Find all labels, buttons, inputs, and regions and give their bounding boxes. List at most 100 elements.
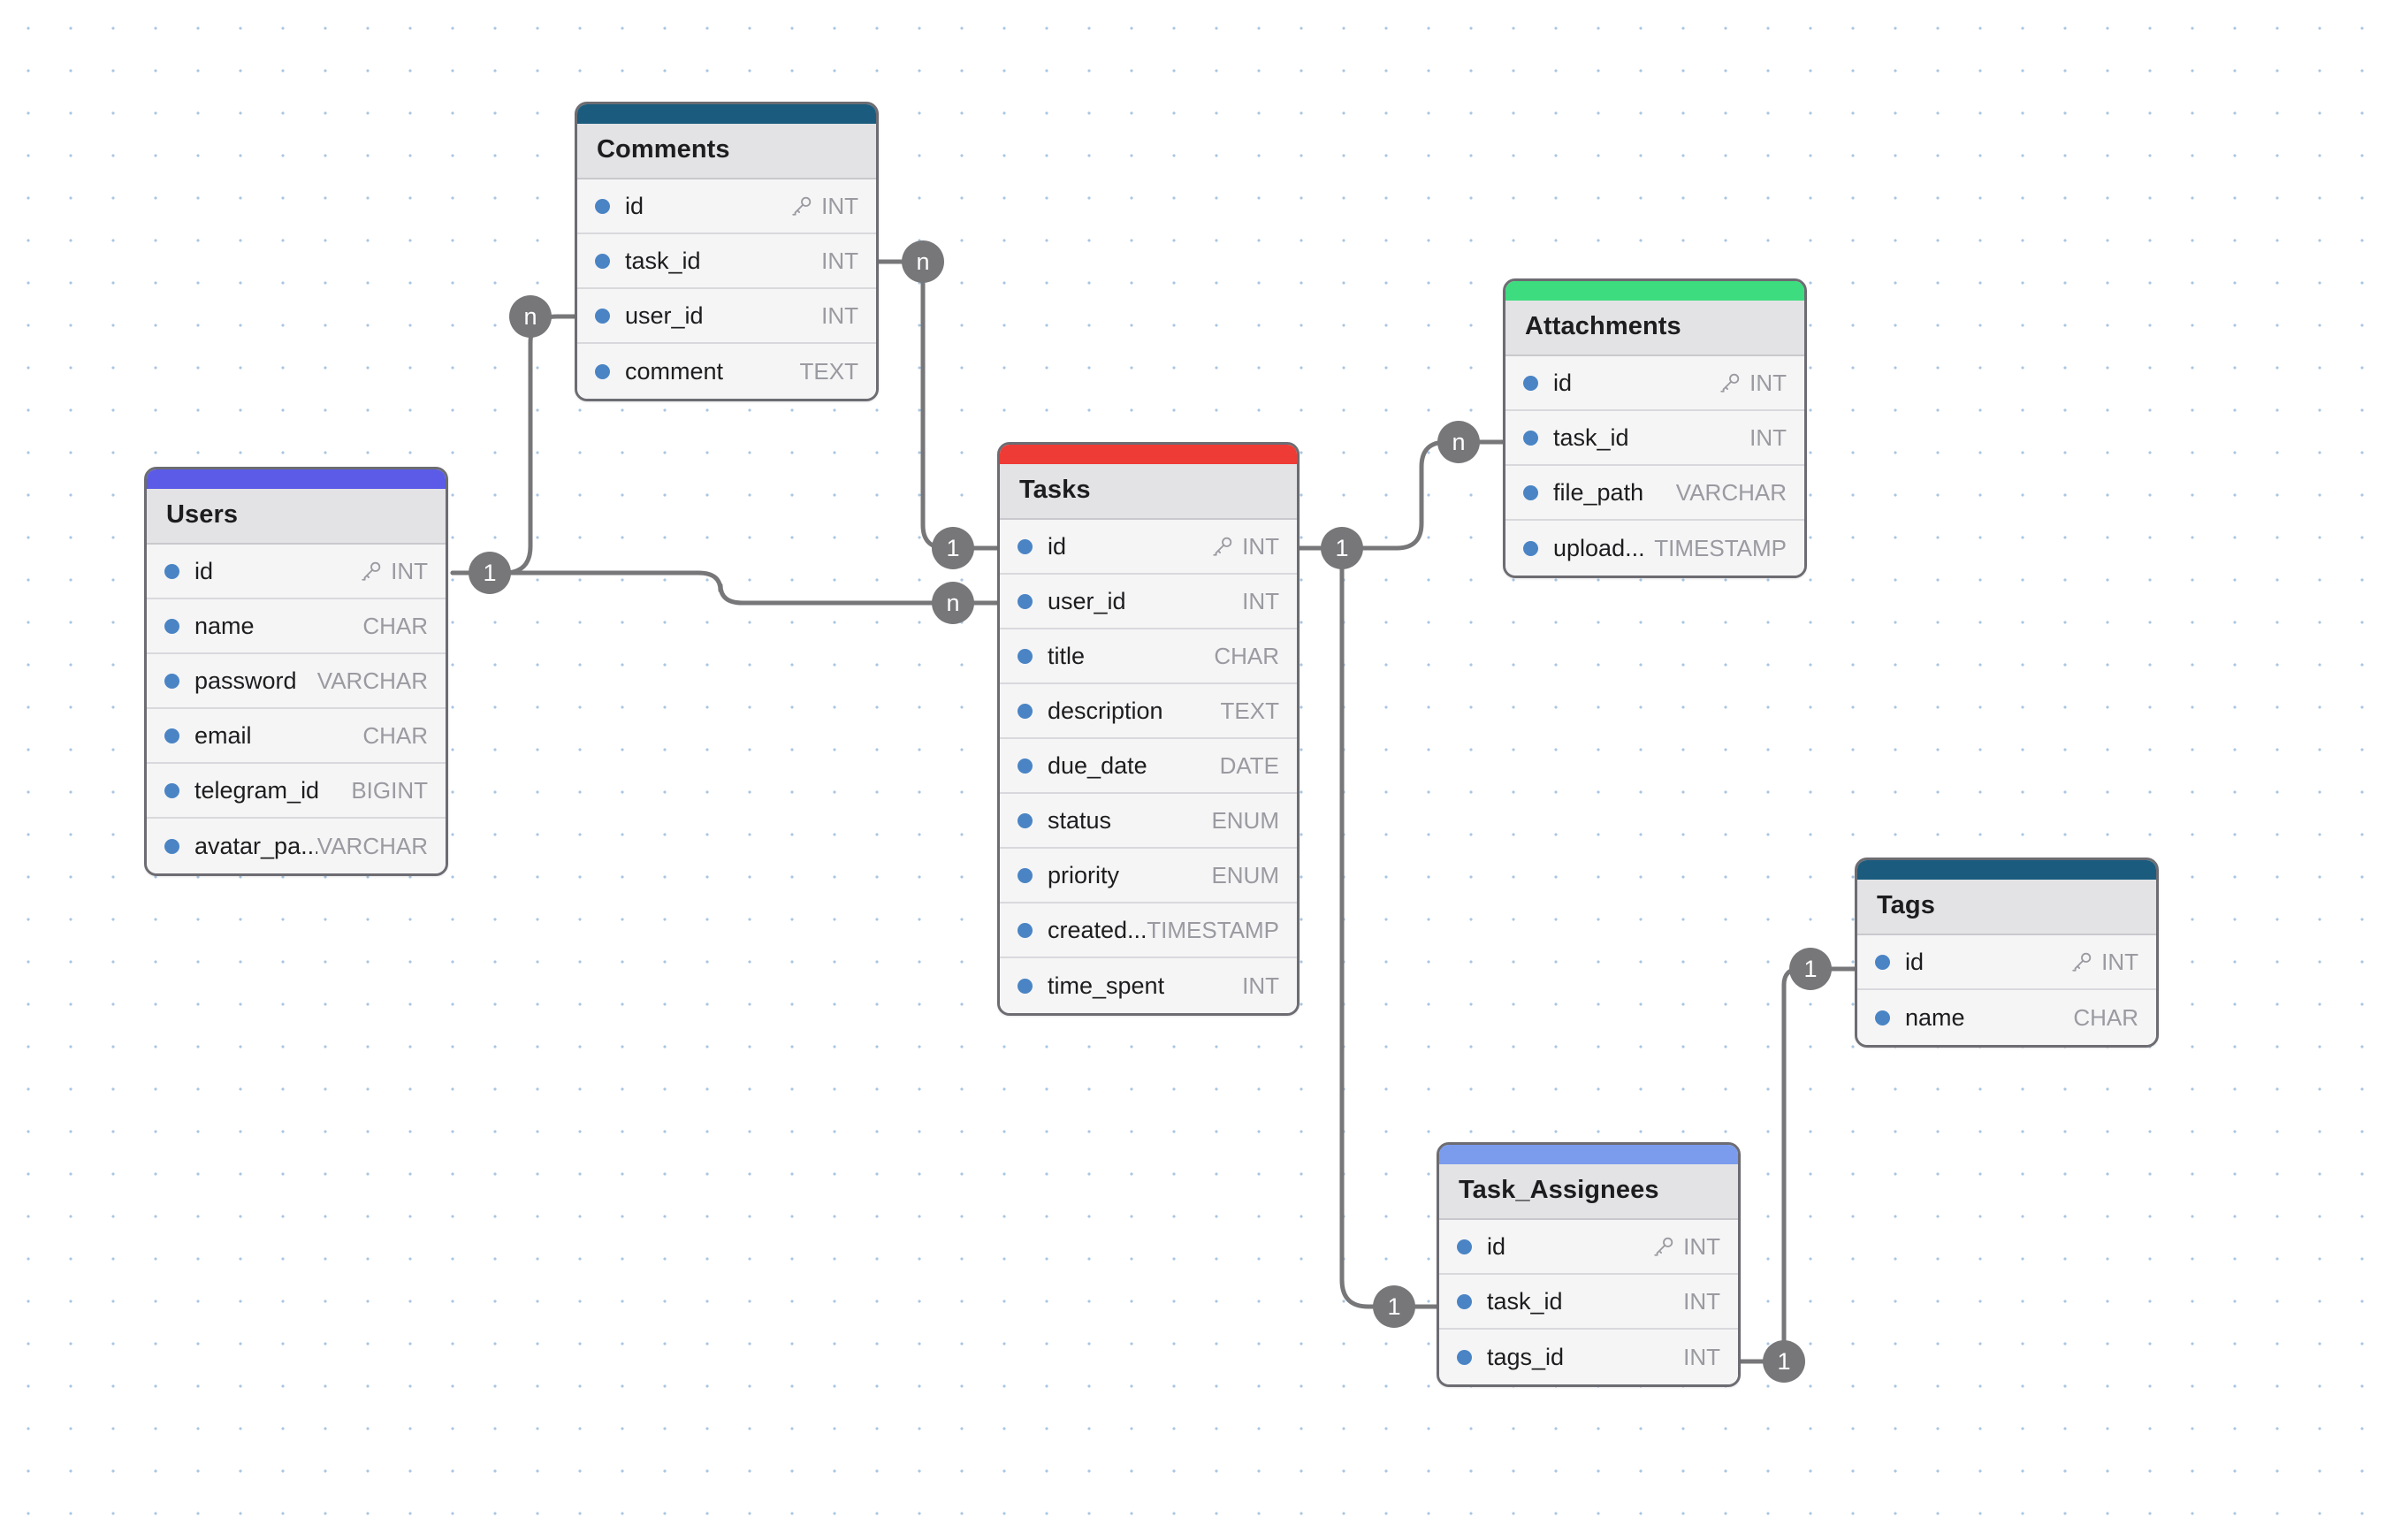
field-type: TIMESTAMP <box>1654 534 1787 561</box>
relationship-edge-tasks-taskassignees[interactable] <box>1339 567 1439 1309</box>
cardinality-badge-users-comments-0[interactable]: 1 <box>469 552 511 594</box>
field-bullet-icon <box>595 308 610 324</box>
field-row-attachments-upload[interactable]: upload... TIMESTAMP <box>1505 521 1804 576</box>
field-bullet-icon <box>1018 648 1033 664</box>
field-name: priority <box>1048 861 1120 888</box>
table-accent-bar-task_assignees <box>1439 1145 1738 1164</box>
table-title-tasks[interactable]: Tasks <box>1000 464 1297 520</box>
field-bullet-icon <box>1523 375 1538 391</box>
field-type-group: VARCHAR <box>317 667 428 695</box>
table-title-attachments[interactable]: Attachments <box>1505 301 1804 356</box>
table-title-users[interactable]: Users <box>147 489 446 545</box>
field-row-users-telegram_id[interactable]: telegram_id BIGINT <box>147 764 446 819</box>
cardinality-badge-tasks-comments-0[interactable]: 1 <box>932 527 974 569</box>
cardinality-badge-tasks-taskassignees-0[interactable]: 1 <box>1373 1285 1415 1328</box>
cardinality-badge-users-comments-1[interactable]: n <box>509 295 552 338</box>
field-type: INT <box>2101 948 2138 975</box>
field-type: INT <box>821 192 858 219</box>
field-type-group: INT <box>1211 533 1279 560</box>
field-type: INT <box>1683 1232 1720 1260</box>
field-name: task_id <box>625 247 701 274</box>
cardinality-badge-taskassignees-tags-0[interactable]: 1 <box>1763 1340 1805 1383</box>
table-title-comments[interactable]: Comments <box>577 124 876 179</box>
field-type-group: INT <box>360 558 428 585</box>
field-type: TEXT <box>799 357 858 385</box>
field-row-comments-comment[interactable]: comment TEXT <box>577 344 876 399</box>
field-name: time_spent <box>1048 972 1165 999</box>
table-accent-bar-comments <box>577 104 876 124</box>
table-accent-bar-attachments <box>1505 281 1804 301</box>
field-bullet-icon <box>1018 758 1033 774</box>
cardinality-badge-taskassignees-tags-1[interactable]: 1 <box>1789 948 1832 990</box>
table-title-task_assignees[interactable]: Task_Assignees <box>1439 1164 1738 1220</box>
field-type-group: INT <box>790 193 858 220</box>
field-type-group: ENUM <box>1211 807 1279 835</box>
field-name: comment <box>625 357 724 385</box>
field-type: BIGINT <box>351 776 428 804</box>
relationship-edge-taskassignees-tags[interactable] <box>1738 966 1857 1364</box>
field-name: user_id <box>1048 587 1126 614</box>
field-name: upload... <box>1553 534 1645 561</box>
cardinality-badge-tasks-attachments-1[interactable]: n <box>1437 421 1480 463</box>
field-bullet-icon <box>1457 1349 1472 1365</box>
field-bullet-icon <box>164 563 179 579</box>
field-type: ENUM <box>1211 806 1279 834</box>
field-type: VARCHAR <box>1675 478 1787 506</box>
field-bullet-icon <box>1523 540 1538 556</box>
field-row-tasks-created[interactable]: created...TIMESTAMP <box>1000 903 1297 958</box>
table-accent-bar-tasks <box>1000 445 1297 464</box>
cardinality-badge-tasks-comments-1[interactable]: n <box>902 240 944 283</box>
field-type-group: INT <box>1719 370 1787 397</box>
table-title-tags[interactable]: Tags <box>1857 880 2156 935</box>
field-name: tags_id <box>1487 1343 1565 1370</box>
field-type-group: DATE <box>1220 752 1279 780</box>
cardinality-badge-tasks-attachments-0[interactable]: 1 <box>1321 527 1363 569</box>
field-type: VARCHAR <box>316 667 428 694</box>
field-type-group: INT <box>2070 949 2138 976</box>
field-type: INT <box>1242 532 1279 560</box>
field-type: CHAR <box>1214 642 1279 669</box>
relationship-edge-tasks-comments[interactable] <box>876 259 1000 551</box>
field-type: VARCHAR <box>316 832 428 859</box>
relationship-edge-users-comments[interactable] <box>450 314 577 576</box>
table-accent-bar-users <box>147 469 446 489</box>
field-type: INT <box>391 557 428 584</box>
field-bullet-icon <box>164 838 179 854</box>
field-name: telegram_id <box>194 776 320 804</box>
field-type-group: TIMESTAMP <box>1654 535 1787 562</box>
relationship-edge-users-tasks[interactable] <box>450 570 1000 606</box>
field-row-users-avatar_pa[interactable]: avatar_pa...VARCHAR <box>147 819 446 873</box>
cardinality-badge-users-tasks-0[interactable]: n <box>932 582 974 624</box>
primary-key-icon <box>1211 535 1234 558</box>
